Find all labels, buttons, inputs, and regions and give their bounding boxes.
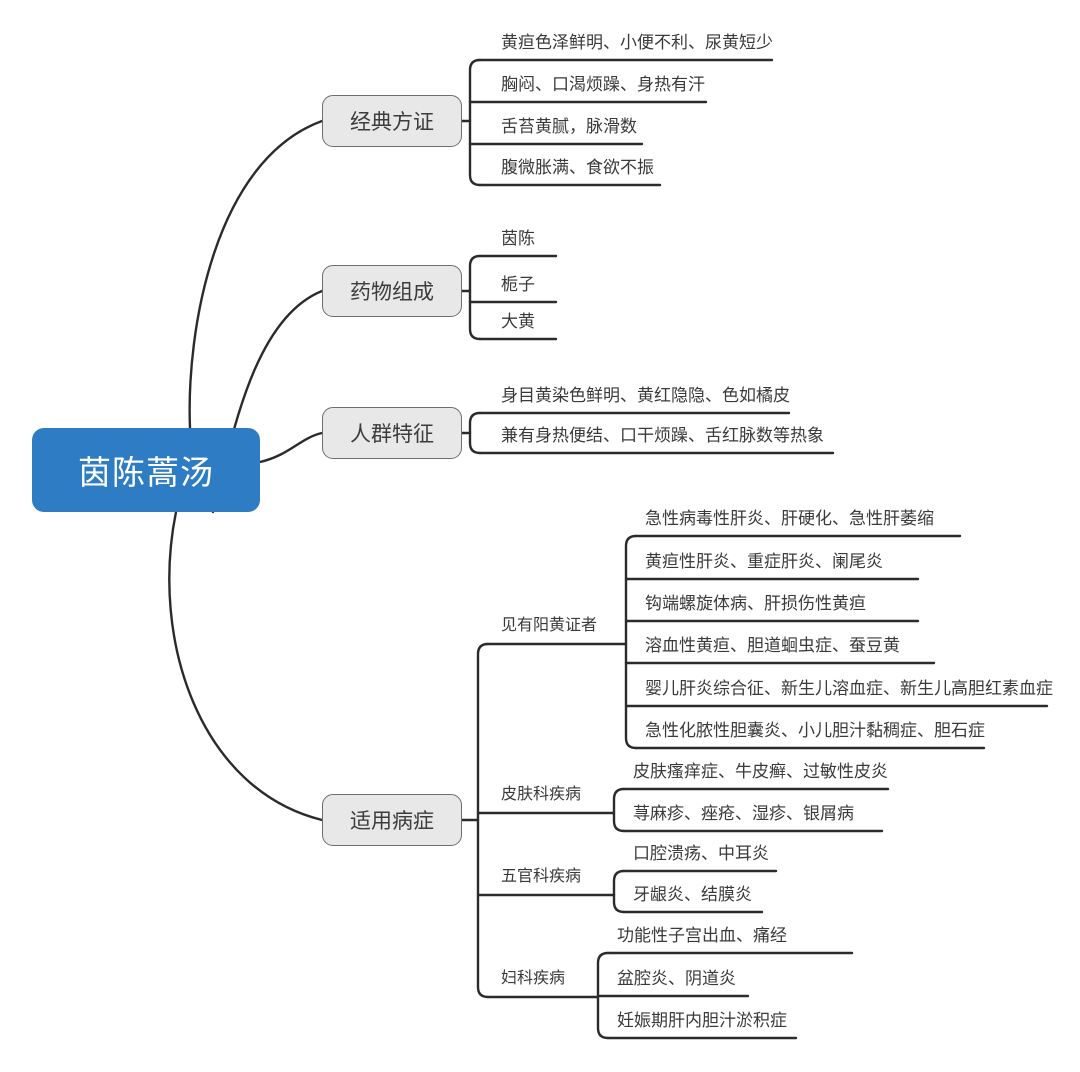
subgroup-label-wuguankejibing[interactable]: 五官科疾病 [501,868,582,885]
leaf-label[interactable]: 身目黄染色鲜明、黄红隐隐、色如橘皮 [501,386,790,405]
leaf-label[interactable]: 口腔溃疡、中耳炎 [633,844,769,863]
leaf-label[interactable]: 大黄 [501,312,535,331]
subgroup-label-fukejibing[interactable]: 妇科疾病 [501,970,566,987]
leaf-label[interactable]: 钩端螺旋体病、肝损伤性黄疸 [645,594,866,613]
branch-node-jingdianfangzheng[interactable]: 经典方证 [322,95,462,147]
leaf-label[interactable]: 兼有身热便结、口干烦躁、舌红脉数等热象 [501,426,824,445]
leaf-label[interactable]: 功能性子宫出血、痛经 [617,926,787,945]
leaf-label[interactable]: 急性化脓性胆囊炎、小儿胆汁黏稠症、胆石症 [645,721,985,740]
leaf-label[interactable]: 茵陈 [501,229,535,248]
leaf-label[interactable]: 栀子 [501,275,535,294]
leaf-label[interactable]: 舌苔黄腻，脉滑数 [501,117,637,136]
branch-node-yaowuzucheng[interactable]: 药物组成 [322,265,462,317]
subgroup-label-yanghuangzhengzhe[interactable]: 见有阳黄证者 [501,617,598,634]
leaf-label[interactable]: 皮肤瘙痒症、牛皮癣、过敏性皮炎 [633,762,888,781]
root-node[interactable]: 茵陈蒿汤 [32,428,260,512]
leaf-label[interactable]: 腹微胀满、食欲不振 [501,158,654,177]
branch-node-renqunte zheng[interactable]: 人群特征 [322,407,462,459]
leaf-label[interactable]: 黄疸性肝炎、重症肝炎、阑尾炎 [645,552,883,571]
leaf-label[interactable]: 婴儿肝炎综合征、新生儿溶血症、新生儿高胆红素血症 [645,679,1053,698]
leaf-label[interactable]: 盆腔炎、阴道炎 [617,969,736,988]
leaf-label[interactable]: 溶血性黄疸、胆道蛔虫症、蚕豆黄 [645,636,900,655]
leaf-label[interactable]: 牙龈炎、结膜炎 [633,885,752,904]
subgroup-label-pifukejibing[interactable]: 皮肤科疾病 [501,786,582,803]
branch-node-shiyongbingzheng[interactable]: 适用病症 [322,794,462,846]
leaf-label[interactable]: 荨麻疹、痤疮、湿疹、银屑病 [633,804,854,823]
leaf-label[interactable]: 妊娠期肝内胆汁淤积症 [617,1011,787,1030]
leaf-label[interactable]: 急性病毒性肝炎、肝硬化、急性肝萎缩 [645,509,934,528]
leaf-label[interactable]: 黄疸色泽鲜明、小便不利、尿黄短少 [501,33,773,52]
leaf-label[interactable]: 胸闷、口渴烦躁、身热有汗 [501,75,705,94]
